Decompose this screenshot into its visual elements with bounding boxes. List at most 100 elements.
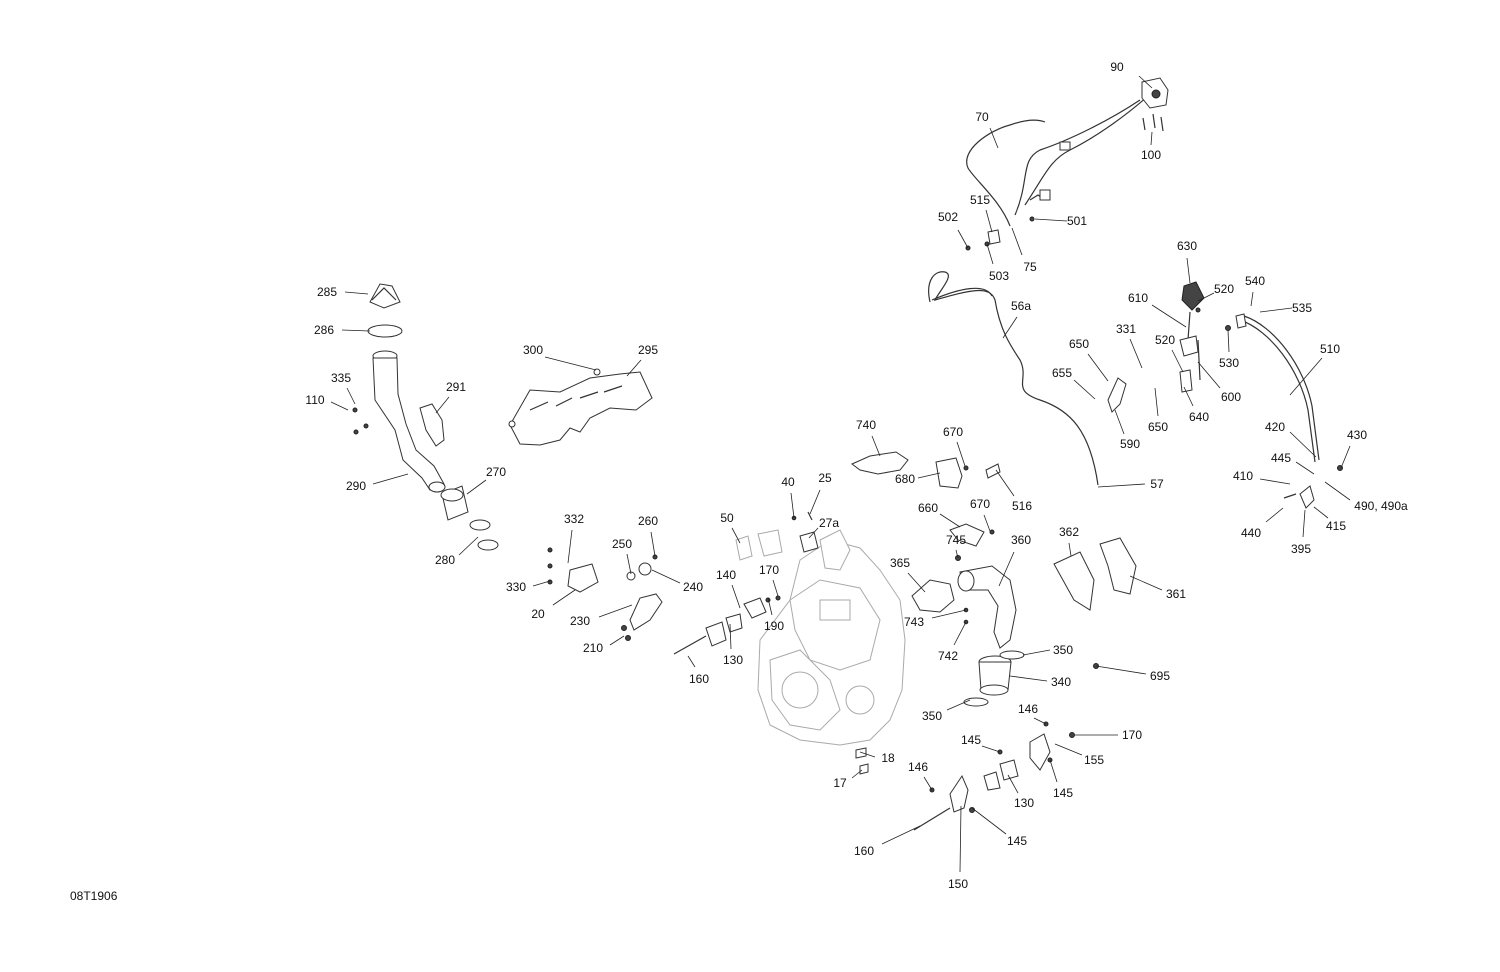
leader-line-c655 xyxy=(1073,379,1096,400)
leader-line-c510 xyxy=(1289,357,1323,396)
callout-label-c170b: 170 xyxy=(1122,728,1142,742)
leader-line-c260 xyxy=(650,531,656,557)
leader-line-c745 xyxy=(955,549,959,559)
callout-label-c330: 330 xyxy=(506,580,526,594)
callout-label-c440: 440 xyxy=(1241,526,1261,540)
leader-line-c335 xyxy=(346,387,356,405)
callout-label-c335: 335 xyxy=(331,371,351,385)
callout-label-c110: 110 xyxy=(305,393,324,407)
leader-line-c145c xyxy=(971,807,1007,835)
leader-line-c670b xyxy=(983,514,991,532)
heat-shield-295 xyxy=(508,368,653,446)
bracket-set xyxy=(851,451,1001,561)
callout-label-c17: 17 xyxy=(833,776,847,790)
pedal-assembly xyxy=(1107,281,1231,413)
callout-label-c520b: 520 xyxy=(1155,333,1175,347)
callout-label-c146b: 146 xyxy=(908,760,928,774)
callout-label-c160b: 160 xyxy=(854,844,874,858)
leader-line-c25 xyxy=(809,489,821,515)
callout-label-c140: 140 xyxy=(716,568,736,582)
leader-line-c430 xyxy=(1340,445,1351,469)
callout-label-c50: 50 xyxy=(720,511,734,525)
callout-label-c295: 295 xyxy=(638,343,658,357)
callout-label-c170a: 170 xyxy=(759,563,779,577)
callout-label-c540: 540 xyxy=(1245,274,1265,288)
callout-label-c240: 240 xyxy=(683,580,703,594)
leader-line-c285 xyxy=(344,291,369,295)
leader-line-c330 xyxy=(532,580,551,587)
callout-label-c270: 270 xyxy=(486,465,506,479)
leader-line-c670a xyxy=(956,441,966,467)
leader-line-c160b xyxy=(881,825,921,845)
leader-line-c332 xyxy=(567,529,573,564)
callout-label-c410: 410 xyxy=(1233,469,1253,483)
leader-line-c291 xyxy=(435,396,450,414)
leader-line-c361 xyxy=(1129,575,1163,591)
callout-label-c350b: 350 xyxy=(922,709,942,723)
bracket-515 xyxy=(965,216,1035,251)
leader-line-c650b xyxy=(1154,387,1159,417)
leader-line-c695 xyxy=(1095,665,1147,675)
leader-line-c410 xyxy=(1259,478,1291,485)
leader-line-c100 xyxy=(1150,131,1153,146)
leader-line-c501 xyxy=(1034,218,1068,222)
leader-line-c743 xyxy=(931,609,967,619)
leader-line-c145a xyxy=(981,745,1001,753)
callout-label-c670b: 670 xyxy=(970,497,990,511)
callout-label-c350a: 350 xyxy=(1053,643,1073,657)
callout-label-c695: 695 xyxy=(1150,669,1170,683)
filler-neck xyxy=(352,283,446,493)
callout-label-c20: 20 xyxy=(531,607,545,621)
leader-line-c440 xyxy=(1265,507,1284,523)
callout-label-c745: 745 xyxy=(946,533,966,547)
panels-361-362 xyxy=(1053,537,1137,669)
leader-line-c295 xyxy=(626,359,642,377)
leader-line-c20 xyxy=(552,589,576,606)
leader-line-c300 xyxy=(544,356,597,371)
leader-line-c146a xyxy=(1033,717,1047,725)
hose-270 xyxy=(440,485,499,551)
leader-line-c230 xyxy=(598,604,633,618)
leader-line-c155 xyxy=(1054,743,1083,756)
callout-label-c530: 530 xyxy=(1219,356,1239,370)
callout-label-c145b: 145 xyxy=(1053,786,1073,800)
callout-label-c18: 18 xyxy=(881,751,895,765)
leader-line-c90 xyxy=(1138,75,1153,89)
leader-line-c250 xyxy=(626,553,632,575)
leader-line-c140 xyxy=(731,584,741,609)
leader-line-c502 xyxy=(957,229,969,249)
callout-label-c300: 300 xyxy=(523,343,543,357)
leader-line-c503 xyxy=(986,243,994,265)
callout-label-c610: 610 xyxy=(1128,291,1148,305)
mount-parts-left xyxy=(547,547,663,641)
callout-label-c630: 630 xyxy=(1177,239,1197,253)
leader-line-c445 xyxy=(1295,461,1315,475)
leader-line-c50 xyxy=(731,527,741,544)
leader-line-c520b xyxy=(1171,349,1184,373)
callout-label-c743: 743 xyxy=(904,615,924,629)
leader-line-c350b xyxy=(946,699,971,711)
callout-label-c230: 230 xyxy=(570,614,590,628)
callout-label-c145c: 145 xyxy=(1007,834,1027,848)
leader-line-c365 xyxy=(907,572,926,593)
callout-label-c146a: 146 xyxy=(1018,702,1038,716)
callout-label-c740: 740 xyxy=(856,418,876,432)
leader-line-c640 xyxy=(1183,386,1194,407)
callout-label-c590: 590 xyxy=(1120,437,1140,451)
leader-line-c516 xyxy=(995,469,1015,497)
callout-label-c640: 640 xyxy=(1189,410,1209,424)
callout-label-c100: 100 xyxy=(1141,148,1161,162)
leader-line-c420 xyxy=(1289,431,1317,458)
cable-56a xyxy=(928,271,1099,486)
leader-line-c130b xyxy=(1007,774,1019,794)
callout-label-c502: 502 xyxy=(938,210,958,224)
leader-line-c740 xyxy=(871,435,881,457)
callout-label-c332: 332 xyxy=(564,512,584,526)
callout-label-c250: 250 xyxy=(612,537,632,551)
callout-label-c501: 501 xyxy=(1067,214,1087,228)
callout-label-c75: 75 xyxy=(1023,260,1037,274)
callout-label-c660: 660 xyxy=(918,501,938,515)
callout-label-c415: 415 xyxy=(1326,519,1346,533)
leader-line-c75 xyxy=(1011,227,1023,256)
